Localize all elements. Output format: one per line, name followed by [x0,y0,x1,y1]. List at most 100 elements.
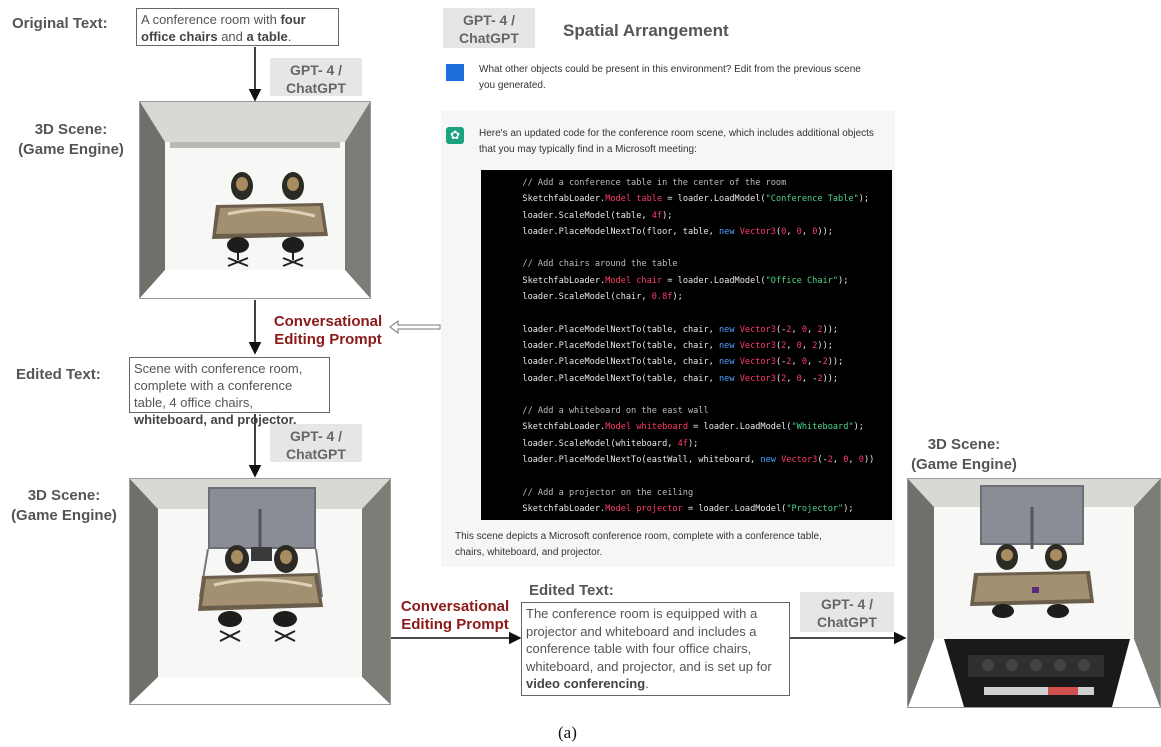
code-token: (- [775,324,787,335]
code-token: )); [822,324,839,335]
code-token: = loader.LoadModel( [662,194,766,205]
edited-text-box-2: The conference room is equipped with a p… [521,602,790,696]
code-token: loader.PlaceModelNextTo(table, chair, [481,324,719,335]
code-token: 0.8f [651,292,673,303]
code-token: 2 [786,324,792,335]
prompt-label-1: Conversational Editing Prompt [273,313,383,348]
code-token: , [786,340,797,351]
code-token: , [832,455,844,466]
scene-3 [907,478,1161,708]
code-token: Model [605,422,632,433]
code-token: (- [817,455,828,466]
code-token: ( [775,226,782,237]
code-token: )) [863,455,875,466]
code-line [481,387,892,403]
chatgpt-icon: ✿ [446,127,464,144]
code-token: (- [775,357,787,368]
user-avatar [446,64,464,81]
scene1-render [140,102,370,298]
code-token: 0 [843,455,849,466]
code-line: SketchfabLoader.Model projector = loader… [481,501,892,517]
code-token: table [636,194,663,205]
code-token: loader.PlaceModelNextTo(table, chair, [481,357,719,368]
code-token: new [719,226,735,237]
code-token: loader.PlaceModelNextTo(table, chair, [481,340,719,351]
code-token: , [801,226,813,237]
code-line: SketchfabLoader.Model chair = loader.Loa… [481,273,892,289]
gpt-box-top: GPT- 4 / ChatGPT [443,8,535,48]
code-token: 0 [801,324,808,335]
original-b1: four office chairs [141,12,306,44]
assistant-footer: This scene depicts a Microsoft conferenc… [455,531,822,558]
code-line [481,468,892,484]
code-token: Vector3 [739,324,776,335]
code-line: SketchfabLoader.Model table = loader.Loa… [481,191,892,207]
code-token: , [786,226,797,237]
code-token: loader.PlaceModelNextTo(eastWall, whiteb… [481,455,761,466]
code-token: projector [636,503,683,514]
code-token: ); [853,422,864,433]
code-token: = loader.LoadModel( [662,275,766,286]
code-line: loader.ScaleModel(table, 4f); [481,208,892,224]
code-token: loader.ScaleModel(whiteboard, [481,438,678,449]
spatial-arrangement-title: Spatial Arrangement [563,21,729,40]
code-token: )); [817,226,833,237]
code-token: 2 [812,340,818,351]
assistant-message: Here's an updated code for the conferenc… [479,128,874,155]
code-token: new [719,340,735,351]
code-token: // Add a conference table in the center … [481,178,787,188]
code-token: 0 [781,226,787,237]
code-token: 2 [822,357,828,368]
code-token: Vector3 [739,340,776,351]
code-token: 4f [651,210,663,221]
gpt-box-2: GPT- 4 / ChatGPT [270,424,362,462]
caption: (a) [558,723,577,742]
code-token: whiteboard [636,422,688,433]
code-token: "Office Chair" [765,275,839,286]
code-token: loader.PlaceModelNextTo(table, chair, [481,373,719,384]
code-token: = loader.LoadModel( [682,503,787,514]
code-token: 2 [781,340,787,351]
code-token: ); [672,292,683,303]
code-line: SketchfabLoader.Model whiteboard = loade… [481,419,892,435]
code-token: Vector3 [739,357,776,368]
original-text-label: Original Text: [12,15,108,32]
edited2-pre: The conference room is equipped with a p… [526,606,772,674]
code-token: new [760,455,776,466]
code-token: ); [687,438,699,449]
code-token: , [848,455,859,466]
code-token: SketchfabLoader. [481,275,606,286]
edited-text-label-2: Edited Text: [529,582,614,599]
code-token: 0 [858,455,864,466]
code-line: // Add chairs around the table [481,256,892,272]
code-token: loader.ScaleModel(table, [481,210,652,221]
code-token: )); [817,340,833,351]
code-line: loader.PlaceModelNextTo(table, chair, ne… [481,371,892,387]
code-token: )); [827,357,844,368]
code-token: "Projector" [786,503,844,514]
code-token: ); [843,503,854,514]
code-token: Vector3 [781,455,818,466]
edited-b1: whiteboard, and projector. [134,412,297,427]
code-token: Vector3 [739,226,776,237]
code-token: ( [775,373,782,384]
code-line: // Add a conference table in the center … [481,175,892,191]
code-token: , [791,357,802,368]
code-token: , [801,340,813,351]
code-token: // Add a whiteboard on the east wall [481,406,709,417]
code-line: // Add a whiteboard on the east wall [481,403,892,419]
scene2-label: 3D Scene: (Game Engine) [11,487,117,524]
code-block: // Add a conference table in the center … [481,170,892,520]
scene3-label: 3D Scene: (Game Engine) [911,436,1017,473]
code-token: Model [605,503,632,514]
scene-2 [129,478,391,705]
code-token: ( [775,340,782,351]
code-token: 0 [796,226,802,237]
code-token: 0 [801,357,808,368]
code-token: 0 [796,340,802,351]
original-text-box: A conference room with four office chair… [136,8,339,46]
code-token: SketchfabLoader. [481,503,606,514]
edited2-post: . [645,676,649,692]
scene-1 [139,101,371,299]
